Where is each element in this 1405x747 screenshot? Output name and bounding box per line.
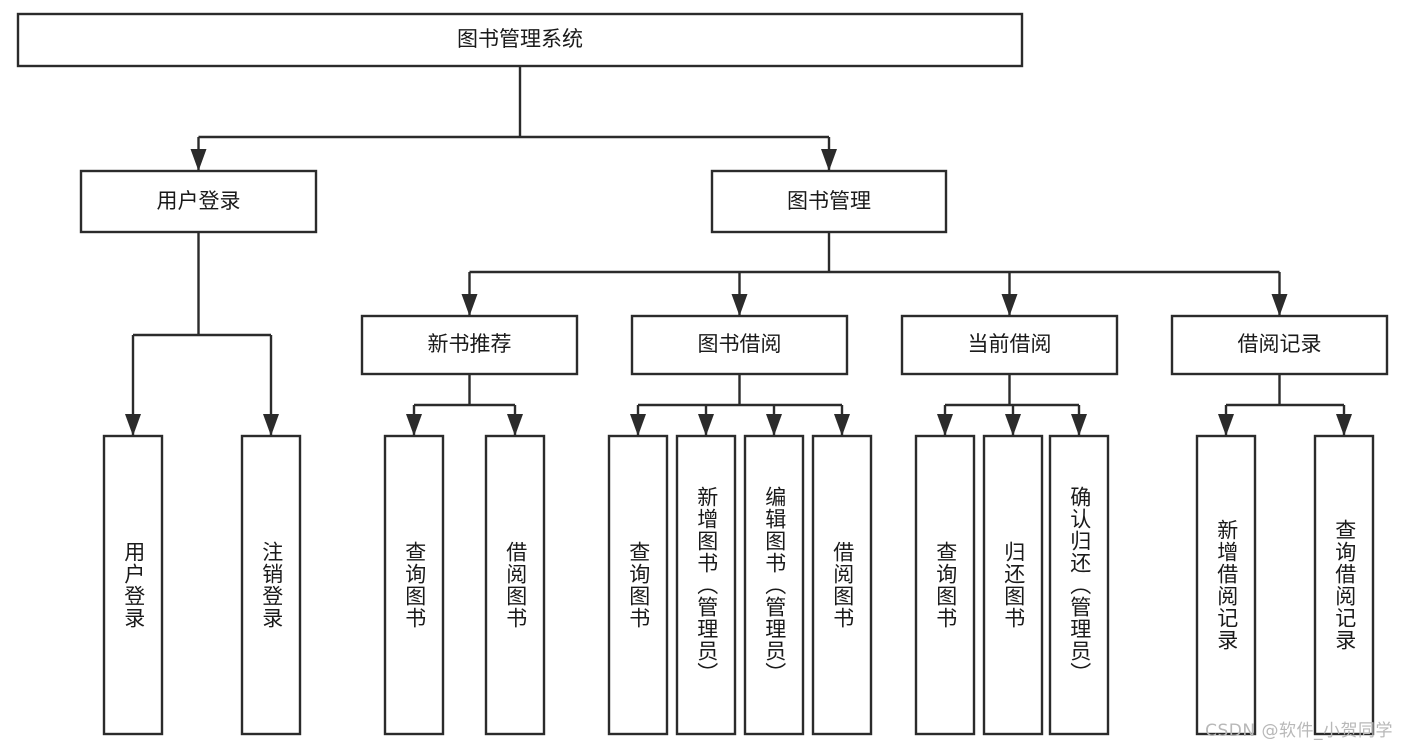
- arrow-head-icon-leaf-logout: [263, 414, 279, 436]
- node-box-leaf-add-record[interactable]: [1195, 434, 1257, 736]
- arrow-head-icon-current-borrow: [1001, 294, 1018, 316]
- node-box-leaf-return-book[interactable]: [982, 434, 1044, 736]
- node-box-leaf-query-record[interactable]: [1313, 434, 1375, 736]
- arrow-head-icon-leaf-add-book: [698, 414, 714, 436]
- arrow-head-icon-leaf-return-book: [1005, 414, 1021, 436]
- node-box-leaf-borrow-book-rec[interactable]: [484, 434, 546, 736]
- node-box-borrow-record[interactable]: [1170, 314, 1389, 376]
- arrow-head-icon-leaf-query-book: [630, 414, 646, 436]
- arrow-head-icon-leaf-borrow-book: [834, 414, 850, 436]
- node-box-leaf-confirm-return[interactable]: [1048, 434, 1110, 736]
- node-box-current-borrow[interactable]: [900, 314, 1119, 376]
- node-box-leaf-edit-book[interactable]: [743, 434, 805, 736]
- node-box-leaf-borrow-book[interactable]: [811, 434, 873, 736]
- node-box-root[interactable]: [16, 12, 1024, 68]
- node-box-leaf-add-book[interactable]: [675, 434, 737, 736]
- arrow-head-icon-leaf-user-login: [125, 414, 141, 436]
- node-box-leaf-logout[interactable]: [240, 434, 302, 736]
- arrow-head-icon-leaf-confirm-return: [1071, 414, 1087, 436]
- node-box-user-login[interactable]: [79, 169, 318, 234]
- node-box-book-borrow[interactable]: [630, 314, 849, 376]
- edges-layer: [125, 66, 1352, 436]
- node-box-leaf-user-login[interactable]: [102, 434, 164, 736]
- arrow-head-icon-leaf-borrow-book-rec: [507, 414, 523, 436]
- arrow-head-icon-book-manage: [821, 149, 837, 171]
- node-box-leaf-query-book-rec[interactable]: [383, 434, 445, 736]
- arrow-head-icon-leaf-query-record: [1336, 414, 1352, 436]
- arrow-head-icon-leaf-add-record: [1218, 414, 1234, 436]
- arrow-head-icon-borrow-record: [1271, 294, 1288, 316]
- node-box-book-manage[interactable]: [710, 169, 948, 234]
- csdn-watermark: CSDN @软件_小贺同学: [1205, 721, 1393, 741]
- node-box-leaf-query-book[interactable]: [607, 434, 669, 736]
- boxes-layer: [16, 12, 1389, 736]
- arrow-head-icon-new-book-rec: [461, 294, 478, 316]
- arrow-head-icon-leaf-edit-book: [766, 414, 782, 436]
- node-box-leaf-query-book-cur[interactable]: [914, 434, 976, 736]
- arrow-head-icon-leaf-query-book-cur: [937, 414, 953, 436]
- arrow-head-icon-book-borrow: [731, 294, 748, 316]
- node-box-new-book-rec[interactable]: [360, 314, 579, 376]
- arrow-head-icon-user-login: [190, 149, 207, 171]
- arrow-head-icon-leaf-query-book-rec: [406, 414, 422, 436]
